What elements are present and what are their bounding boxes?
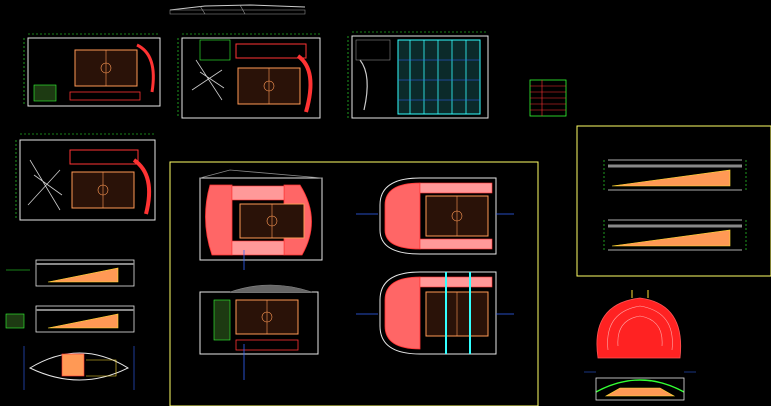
section-1 bbox=[603, 159, 747, 192]
plan-small-3-roof bbox=[347, 31, 489, 119]
elevation-left-1 bbox=[6, 259, 135, 287]
plan-small-4 bbox=[15, 133, 156, 221]
main-plan-a bbox=[199, 169, 323, 270]
elevation-left-2 bbox=[5, 305, 135, 333]
section-top-title bbox=[169, 4, 306, 15]
main-plan-d bbox=[356, 271, 514, 355]
main-plan-c bbox=[199, 284, 319, 380]
section-frame-right bbox=[576, 125, 771, 277]
main-frame-plans bbox=[169, 161, 539, 406]
detail-red-bleachers bbox=[596, 290, 682, 359]
section-2 bbox=[603, 219, 747, 252]
detail-arch-section bbox=[584, 371, 696, 401]
main-plan-b bbox=[356, 177, 514, 255]
plan-small-2 bbox=[177, 33, 321, 119]
legend-table bbox=[529, 79, 567, 117]
plan-small-1 bbox=[23, 33, 161, 107]
elevation-left-3-oval bbox=[23, 346, 135, 390]
